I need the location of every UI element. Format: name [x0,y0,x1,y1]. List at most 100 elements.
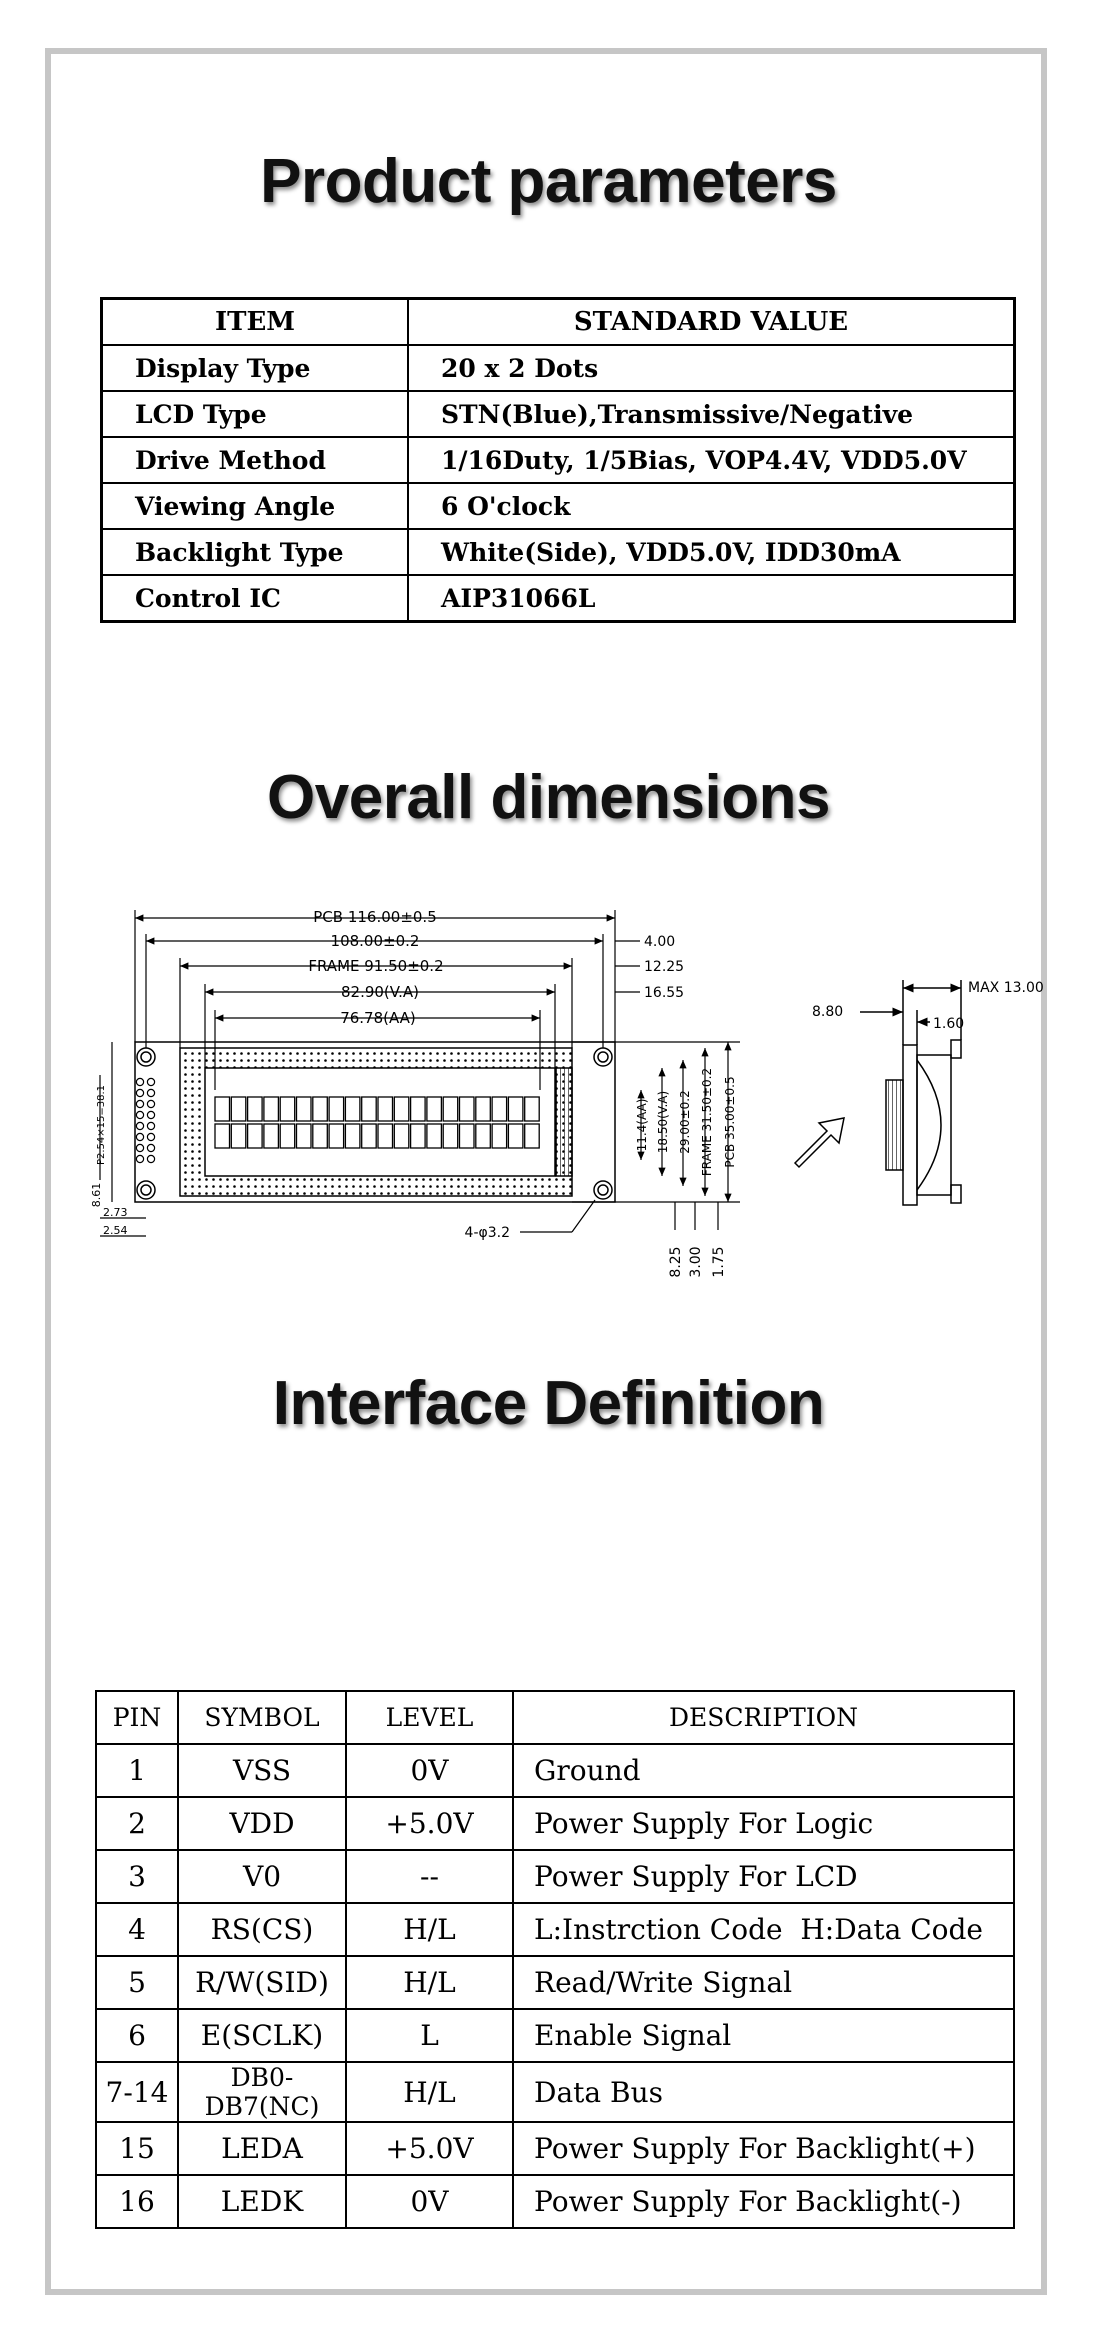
viewing-area [204,1067,556,1177]
pin-level: +5.0V [345,2121,514,2176]
h29-label: 29.00±0.2 [678,1090,692,1154]
pin-number: 5 [95,1955,179,2010]
connector-pin-hole [146,1132,156,1142]
side-view-body [916,1054,952,1196]
connector-pin-hole [146,1143,156,1153]
hole-label: 4-φ3.2 [465,1225,510,1241]
connector-pin-hole [135,1121,145,1131]
right-4-label: 4.00 [644,934,675,950]
pin-description: Power Supply For Logic [512,1796,1015,1851]
pin-row: 16 LEDK 0V Power Supply For Backlight(-) [95,2174,1015,2229]
overall-dimensions-heading: Overall dimensions [267,763,831,832]
param-item: Drive Method [100,436,409,484]
pin-description: Enable Signal [512,2008,1015,2063]
hole-leader [571,1199,596,1233]
pin-level: H/L [345,1902,514,1957]
pin-row: 5 R/W(SID) H/L Read/Write Signal [95,1955,1015,2010]
side-view-hatch [885,1079,904,1171]
pin-symbol: LEDA [177,2121,347,2176]
param-value: White(Side), VDD5.0V, IDD30mA [407,528,1016,576]
pin-number: 2 [95,1796,179,1851]
pin-description: Data Bus [512,2061,1015,2123]
character-cell [491,1123,508,1149]
parameters-row: Drive Method 1/16Duty, 1/5Bias, VOP4.4V,… [100,436,1016,484]
view-arrow-icon [793,1117,845,1169]
pin-symbol: E(SCLK) [177,2008,347,2063]
pin-header-row: PIN SYMBOL LEVEL DESCRIPTION [95,1690,1015,1745]
hatched-edge [555,1067,573,1177]
param-value: STN(Blue),Transmissive/Negative [407,390,1016,438]
character-cell [426,1123,443,1149]
left-pitch-label: P2.54×15=38.1 [96,1085,107,1165]
connector-pin-hole [146,1154,156,1164]
aa-height-label: 11.4(AA) [635,1099,649,1152]
character-cell [409,1096,426,1122]
connector-pin-hole [135,1077,145,1087]
parameters-header-value: STANDARD VALUE [407,297,1016,346]
pcb-height-label: PCB 35.00±0.5 [723,1076,737,1167]
character-cell [491,1096,508,1122]
character-cell [295,1096,312,1122]
character-cell [263,1096,280,1122]
character-cell [475,1096,491,1122]
pin-description: L:Instrction Code H:Data Code [512,1902,1015,1957]
connector-pin-hole [135,1110,145,1120]
pin-row: 1 VSS 0V Ground [95,1743,1015,1798]
parameters-row: Backlight Type White(Side), VDD5.0V, IDD… [100,528,1016,576]
pin-row: 3 V0 -- Power Supply For LCD [95,1849,1015,1904]
parameters-row: Viewing Angle 6 O'clock [100,482,1016,530]
character-cell [507,1123,524,1149]
pin-description: Power Supply For Backlight(-) [512,2174,1015,2229]
pin-description: Ground [512,1743,1015,1798]
pin-symbol: V0 [177,1849,347,1904]
mount-hole [593,1180,613,1200]
pin-table: PIN SYMBOL LEVEL DESCRIPTION 1 VSS 0V Gr… [95,1690,1015,2229]
pin-symbol: R/W(SID) [177,1955,347,2010]
left-254-label: 2.54 [103,1224,128,1237]
param-item: Display Type [100,344,409,392]
parameters-row: LCD Type STN(Blue),Transmissive/Negative [100,390,1016,438]
parameters-row: Display Type 20 x 2 Dots [100,344,1016,392]
character-cell [279,1096,296,1122]
side-view-tab [950,1184,962,1204]
pin-number: 16 [95,2174,179,2229]
symbol-header: SYMBOL [177,1690,347,1745]
character-cell [344,1096,361,1122]
character-cell [344,1123,361,1149]
left-8-label: 8.61 [90,1183,103,1208]
mount-hole [136,1047,156,1067]
connector-pin-hole [146,1110,156,1120]
va-width-label: 82.90(V.A) [341,983,419,1001]
frame-height-label: FRAME 31.50±0.2 [700,1068,714,1176]
product-parameters-heading: Product parameters [260,147,837,216]
character-cell [524,1096,540,1122]
dimension-drawing: PCB 116.00±0.5 108.00±0.2 FRAME 91.50±0.… [90,908,1044,1278]
side-view-curve [916,1059,942,1191]
aa-width-label: 76.78(AA) [340,1009,416,1027]
param-item: Viewing Angle [100,482,409,530]
pin-row: 6 E(SCLK) L Enable Signal [95,2008,1015,2063]
side-160-label: 1.60 [933,1016,964,1032]
connector-pin-hole [135,1099,145,1109]
connector-pin-hole [146,1121,156,1131]
character-cell [312,1096,328,1122]
character-cell [295,1123,312,1149]
pin-symbol: VDD [177,1796,347,1851]
character-cell [377,1123,394,1149]
character-cell [214,1123,231,1149]
width-108-label: 108.00±0.2 [331,932,420,950]
character-cell [393,1123,410,1149]
param-item: LCD Type [100,390,409,438]
pin-symbol: DB0-DB7(NC) [177,2061,347,2123]
side-view-tab [950,1039,962,1059]
param-item: Control IC [100,574,409,623]
pin-symbol: LEDK [177,2174,347,2229]
pcb-width-label: PCB 116.00±0.5 [313,908,437,926]
connector-pin-hole [146,1077,156,1087]
character-cell [458,1096,475,1122]
pin-level: H/L [345,2061,514,2123]
pin-level: 0V [345,2174,514,2229]
parameters-header-row: ITEM STANDARD VALUE [100,297,1016,346]
character-cell [507,1096,524,1122]
pin-symbol: RS(CS) [177,1902,347,1957]
